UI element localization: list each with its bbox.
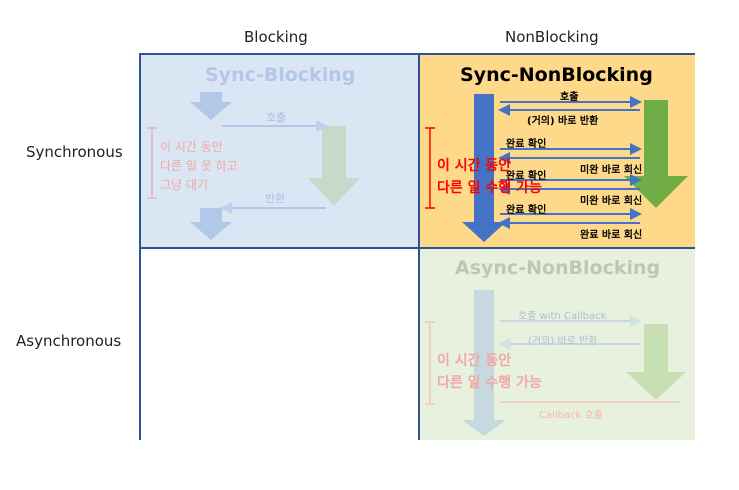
sync-nonblocking-reply-3: 완료 바로 회신 bbox=[580, 230, 643, 241]
sync-nonblocking-graphics bbox=[425, 94, 688, 242]
caller-thread-arrow bbox=[462, 94, 506, 242]
quadrant-async-blocking bbox=[141, 249, 418, 440]
quadrant-sync-blocking bbox=[141, 55, 418, 247]
sync-blocking-graphics bbox=[147, 92, 360, 240]
row-header-synchronous: Synchronous bbox=[26, 143, 123, 161]
sync-blocking-wait-line1: 이 시간 동안 bbox=[160, 140, 223, 154]
sync-blocking-wait-line3: 그냥 대기 bbox=[160, 178, 208, 192]
sync-nonblocking-free-line2: 다른 일 수행 가능 bbox=[437, 180, 542, 196]
async-nonblocking-free-line1: 이 시간 동안 bbox=[437, 353, 512, 369]
sync-blocking-return-label: 반환 bbox=[265, 192, 286, 205]
async-nonblocking-free-line2: 다른 일 수행 가능 bbox=[437, 375, 542, 391]
row-header-asynchronous: Asynchronous bbox=[16, 332, 122, 350]
sync-nonblocking-instant-return: (거의) 바로 반환 bbox=[527, 116, 599, 127]
async-nonblocking-graphics bbox=[425, 290, 686, 436]
sync-nonblocking-title: Sync-NonBlocking bbox=[460, 64, 653, 86]
sync-nonblocking-check-3: 완료 확인 bbox=[506, 205, 547, 216]
async-nonblocking-instant-return: (거의) 바로 반환 bbox=[528, 336, 598, 347]
sync-nonblocking-call-label: 호출 bbox=[560, 92, 579, 103]
sync-blocking-wait-line2: 다른 일 못 하고 bbox=[160, 159, 238, 173]
sync-blocking-title: Sync-Blocking bbox=[205, 64, 356, 86]
vertical-divider bbox=[418, 55, 420, 438]
sync-blocking-call-label: 호출 bbox=[266, 111, 287, 124]
async-nonblocking-call-label: 호출 with Callback bbox=[518, 311, 607, 322]
async-nonblocking-callback-label: Callback 호출 bbox=[539, 410, 604, 421]
column-header-nonblocking: NonBlocking bbox=[505, 28, 599, 46]
sync-nonblocking-reply-2: 미완 바로 회신 bbox=[580, 196, 643, 207]
sync-nonblocking-check-1: 완료 확인 bbox=[506, 139, 547, 150]
column-header-blocking: Blocking bbox=[244, 28, 308, 46]
horizontal-divider bbox=[141, 247, 693, 249]
sync-nonblocking-free-line1: 이 시간 동안 bbox=[437, 158, 512, 174]
sync-nonblocking-reply-1: 미완 바로 회신 bbox=[580, 165, 643, 176]
sync-nonblocking-check-2: 완료 확인 bbox=[506, 171, 547, 182]
async-nonblocking-title: Async-NonBlocking bbox=[455, 257, 661, 279]
